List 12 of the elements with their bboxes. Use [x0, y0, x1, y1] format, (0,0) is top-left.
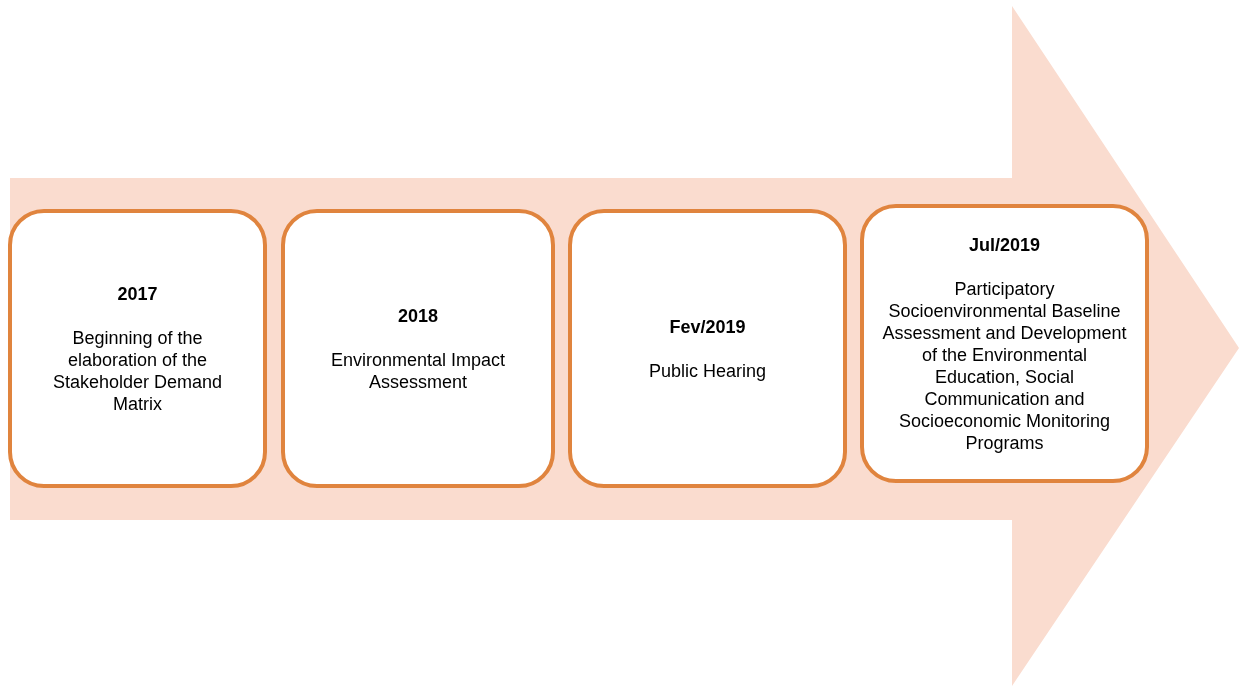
date-label: Jul/2019	[968, 233, 1041, 256]
date-label: 2018	[397, 304, 438, 327]
milestone-text: Participatory Socioenvironmental Baseline Assessment and Development of the Environmental Education, Social Communication and Socioeconomic Monitoring Programs	[881, 277, 1128, 454]
timeline-box	[568, 209, 847, 488]
timeline-box	[281, 209, 555, 488]
timeline-box	[860, 204, 1149, 483]
milestone-text: Beginning of the elaboration of the Stakeholder Demand Matrix	[51, 326, 224, 415]
milestone-text: Public Hearing	[648, 359, 767, 382]
timeline-box	[8, 209, 267, 488]
date-label: Fev/2019	[669, 315, 746, 338]
milestone-text: Environmental Impact Assessment	[329, 348, 507, 393]
date-label: 2017	[117, 282, 158, 305]
